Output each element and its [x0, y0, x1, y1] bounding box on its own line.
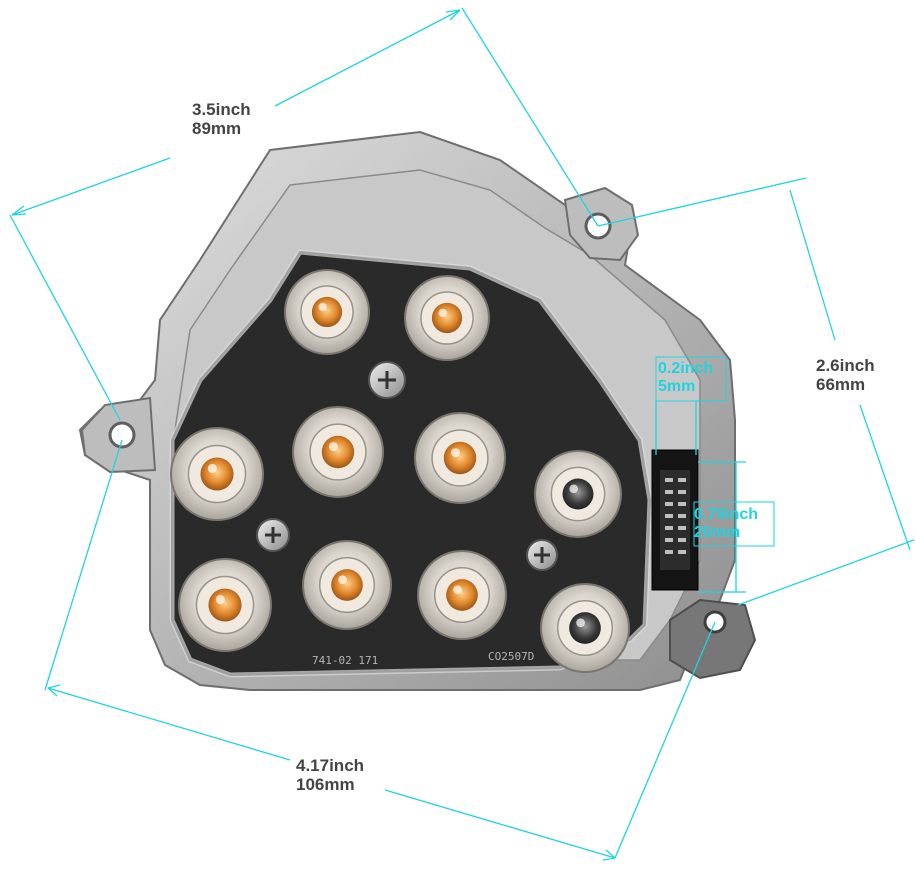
led-amber: [302, 540, 392, 630]
pcb-marking-right: CO2507D: [488, 650, 534, 663]
dim-line-top-width: [11, 157, 171, 216]
dim-extension-height-top: [597, 177, 807, 227]
dim-label-connector-width: 0.2inch 5mm: [658, 360, 714, 395]
screw: [368, 361, 406, 399]
dim-extension-left: [9, 214, 121, 421]
led-amber: [284, 269, 370, 355]
dim-label-connector-length: 0.79inch 20mm: [694, 506, 759, 541]
screw: [256, 518, 290, 552]
dim-box-connector-width: [655, 356, 727, 402]
led-amber: [292, 406, 384, 498]
dim-extension-height-bottom: [737, 539, 915, 606]
led-amber: [170, 427, 264, 521]
led-amber: [414, 412, 506, 504]
dim-label-bottom-width: 4.17inch 106mm: [296, 756, 365, 794]
led-amber: [404, 275, 490, 361]
connector: [651, 449, 699, 591]
dim-extension-bottom-right: [614, 621, 716, 859]
dim-extension-bottom-left: [44, 439, 123, 691]
led-amber: [417, 550, 507, 640]
dim-extension-top: [461, 7, 599, 227]
pcb-marking-left: 741-02 171: [312, 654, 378, 667]
led-clear: [540, 583, 630, 673]
dim-label-top-width: 3.5inch 89mm: [192, 100, 251, 138]
screw: [526, 539, 558, 571]
mounting-tab-bottom-right: [669, 598, 757, 680]
led-clear: [534, 450, 622, 538]
dimension-lines: [9, 7, 915, 861]
dim-line-height: [789, 189, 836, 341]
led-amber: [178, 558, 272, 652]
led-array: [170, 269, 630, 673]
mounting-tab-left: [80, 396, 157, 474]
dim-label-height: 2.6inch 66mm: [816, 356, 875, 394]
mounting-tab-top: [563, 186, 640, 262]
dim-line-bottom-width: [47, 687, 291, 761]
